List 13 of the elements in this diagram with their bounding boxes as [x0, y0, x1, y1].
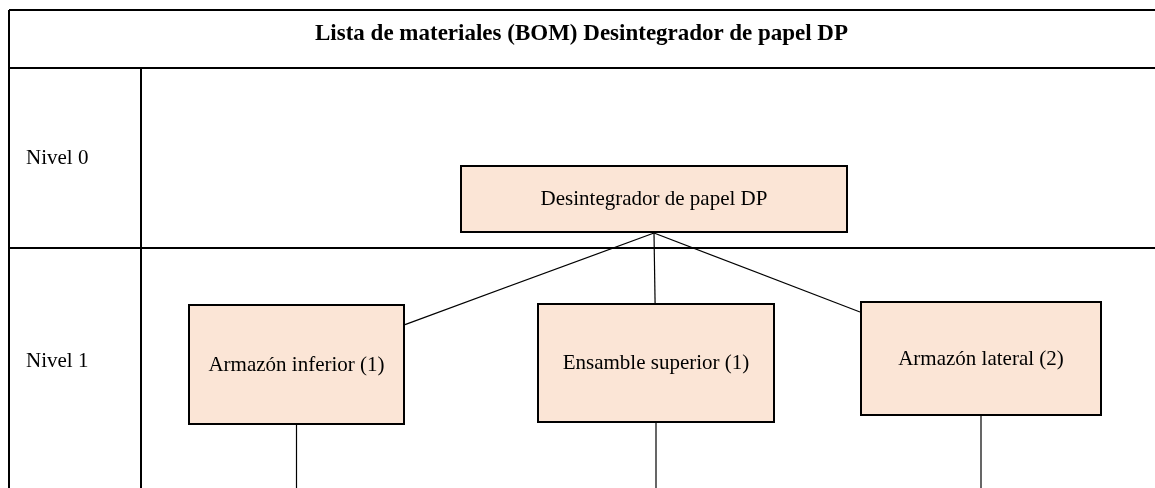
connector-line: [655, 422, 657, 488]
connector-line: [404, 232, 655, 326]
connector-line: [653, 232, 861, 313]
connector-line: [980, 415, 982, 488]
level-label: Nivel 1: [26, 348, 89, 373]
part-box: Ensamble superior (1): [537, 303, 775, 423]
part-box: Desintegrador de papel DP: [460, 165, 848, 233]
part-box: Armazón inferior (1): [188, 304, 405, 425]
connector-line: [295, 424, 298, 488]
table-title: Lista de materiales (BOM) Desintegrador de papel DP: [314, 20, 849, 46]
connector-line: [653, 232, 656, 304]
level-label: Nivel 0: [26, 145, 89, 170]
part-box: Armazón lateral (2): [860, 301, 1102, 416]
